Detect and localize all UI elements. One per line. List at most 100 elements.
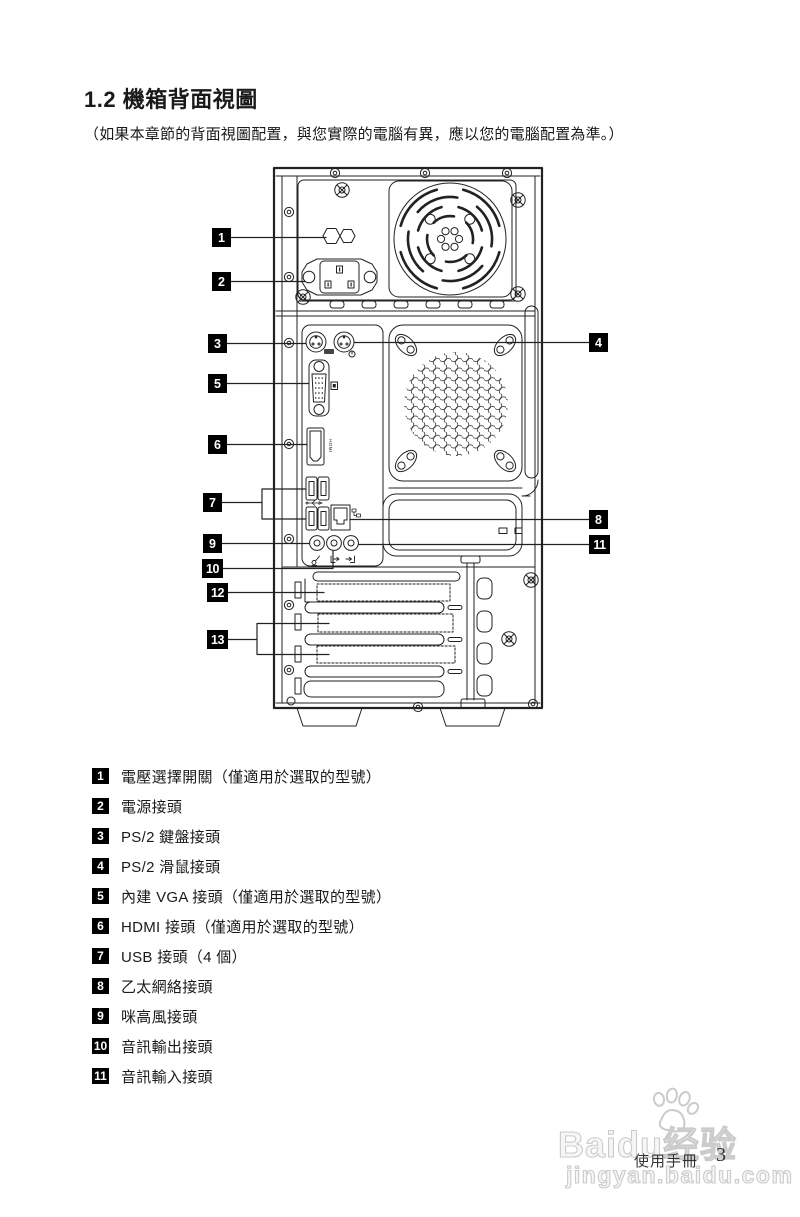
usb-ports xyxy=(305,476,330,531)
footer-manual-label: 使用手冊 xyxy=(634,1153,699,1170)
audio-in-jack xyxy=(343,535,359,551)
svg-text:1: 1 xyxy=(218,231,225,245)
svg-text:12: 12 xyxy=(211,586,224,600)
card-bracket xyxy=(304,578,313,603)
card-retainer-rail xyxy=(460,555,493,709)
leader-lines xyxy=(221,236,590,656)
voltage-selector xyxy=(322,228,356,244)
audio-out-jack xyxy=(326,535,342,551)
rear-view-diagram: HDMI xyxy=(202,166,610,727)
callouts: 1 2 3 4 5 6 7 8 9 10 11 12 13 xyxy=(202,228,610,649)
legend-number-badge: 8 xyxy=(92,978,109,994)
footer-page-number: 3 xyxy=(716,1144,726,1166)
legend-label: 乙太網絡接頭 xyxy=(121,978,213,996)
psu-fan xyxy=(393,182,507,296)
callout-8: 8 xyxy=(589,510,608,529)
legend-label: 音訊輸入接頭 xyxy=(121,1068,213,1086)
watermark-url: jingyan.baidu.com xyxy=(565,1161,794,1188)
legend-label: PS/2 滑鼠接頭 xyxy=(121,858,221,876)
side-handle xyxy=(521,305,539,497)
legend-item-7: 7 USB 接頭（4 個） xyxy=(92,941,391,971)
keyboard-icon xyxy=(324,349,334,354)
slot-cover xyxy=(304,601,445,614)
legend-number-badge: 4 xyxy=(92,858,109,874)
expansion-slots xyxy=(294,555,539,709)
callout-2: 2 xyxy=(212,272,231,291)
ethernet-port xyxy=(330,504,361,531)
svg-text:4: 4 xyxy=(595,336,602,350)
watermark-brand-line: Baidu经验 xyxy=(557,1123,738,1165)
svg-text:8: 8 xyxy=(595,513,602,527)
callout-1: 1 xyxy=(212,228,231,247)
callout-10: 10 xyxy=(202,559,223,578)
legend-number-badge: 11 xyxy=(92,1068,109,1084)
chassis-outline xyxy=(272,166,544,727)
power-supply-unit xyxy=(295,179,526,309)
ps2-mouse-port xyxy=(333,331,355,353)
callout-5: 5 xyxy=(208,374,227,393)
legend-number-badge: 6 xyxy=(92,918,109,934)
callout-6: 6 xyxy=(208,435,227,454)
callout-3: 3 xyxy=(208,334,227,353)
hdmi-port: HDMI xyxy=(306,427,333,466)
baidu-jingyan-watermark: Baidu经验 jingyan.baidu.com xyxy=(552,1087,800,1199)
network-icon xyxy=(351,508,361,518)
power-connector xyxy=(301,258,378,296)
legend-number-badge: 10 xyxy=(92,1038,109,1054)
legend-label: USB 接頭（4 個） xyxy=(121,948,247,966)
callout-4: 4 xyxy=(589,333,608,352)
slot-cover xyxy=(304,665,445,678)
svg-text:2: 2 xyxy=(218,275,225,289)
legend-item-1: 1 電壓選擇開關（僅適用於選取的型號） xyxy=(92,761,391,791)
mic-jack xyxy=(309,535,325,551)
svg-text:9: 9 xyxy=(209,537,216,551)
svg-text:3: 3 xyxy=(214,337,221,351)
callout-9: 9 xyxy=(203,534,222,553)
page-title: 1.2 機箱背面視圖 xyxy=(84,87,258,112)
slot-cover xyxy=(303,680,445,698)
legend-label: 音訊輸出接頭 xyxy=(121,1038,213,1056)
legend-item-4: 4 PS/2 滑鼠接頭 xyxy=(92,851,391,881)
svg-text:11: 11 xyxy=(593,538,606,552)
legend-number-badge: 7 xyxy=(92,948,109,964)
vent-slot xyxy=(498,527,508,534)
legend-label: 電源接頭 xyxy=(121,798,183,816)
legend-item-8: 8 乙太網絡接頭 xyxy=(92,971,391,1001)
legend-item-2: 2 電源接頭 xyxy=(92,791,391,821)
vga-port xyxy=(308,359,330,417)
legend-item-6: 6 HDMI 接頭（僅適用於選取的型號） xyxy=(92,911,391,941)
paw-icon xyxy=(652,1087,700,1133)
psu-fan-frame xyxy=(388,180,513,298)
rear-panel-opening xyxy=(382,487,523,557)
legend-number-badge: 1 xyxy=(92,768,109,784)
svg-text:7: 7 xyxy=(209,496,216,510)
svg-text:10: 10 xyxy=(206,562,219,576)
callout-7: 7 xyxy=(203,493,222,512)
legend-number-badge: 5 xyxy=(92,888,109,904)
legend-label: 電壓選擇開關（僅適用於選取的型號） xyxy=(121,768,382,786)
svg-text:13: 13 xyxy=(211,633,224,647)
mic-icon xyxy=(311,555,320,566)
monitor-icon xyxy=(330,381,338,390)
usb-icon xyxy=(305,500,323,506)
legend-item-11: 11 音訊輸入接頭 xyxy=(92,1061,391,1091)
legend-number-badge: 9 xyxy=(92,1008,109,1024)
rear-fan-vent xyxy=(388,324,523,482)
legend-label: HDMI 接頭（僅適用於選取的型號） xyxy=(121,918,364,936)
ps2-keyboard-port xyxy=(305,331,327,353)
legend-item-10: 10 音訊輸出接頭 xyxy=(92,1031,391,1061)
svg-text:6: 6 xyxy=(214,438,221,452)
legend-number-badge: 2 xyxy=(92,798,109,814)
legend-number-badge: 3 xyxy=(92,828,109,844)
svg-text:5: 5 xyxy=(214,377,221,391)
mouse-icon xyxy=(348,350,356,358)
callout-13: 13 xyxy=(207,630,228,649)
audio-in-icon xyxy=(345,555,355,563)
callout-11: 11 xyxy=(589,535,610,554)
intro-note: （如果本章節的背面視圖配置，與您實際的電腦有異，應以您的電腦配置為準。） xyxy=(84,126,624,143)
chassis-feet xyxy=(296,707,506,727)
io-panel: HDMI xyxy=(301,324,384,567)
callout-12: 12 xyxy=(207,583,228,602)
